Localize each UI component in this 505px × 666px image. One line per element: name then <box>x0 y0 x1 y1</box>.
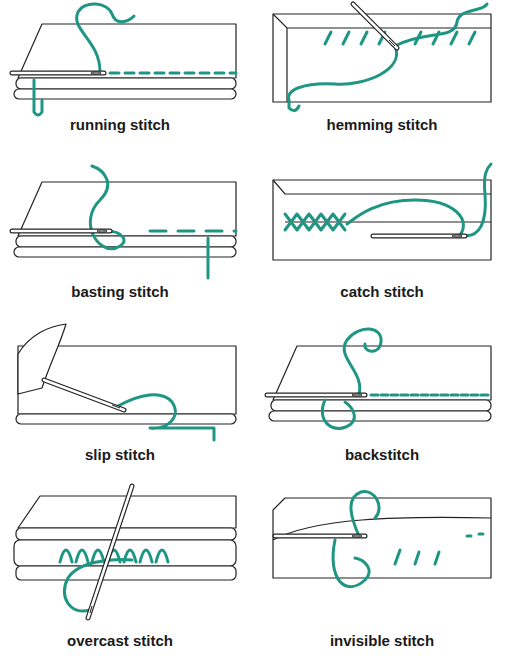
slip-stitch-figure-part <box>44 380 124 410</box>
catch-stitch-figure-part <box>452 235 462 237</box>
stitch-name: slip stitch <box>85 446 155 464</box>
hemming-stitch-figure <box>273 4 491 111</box>
basting-stitch-figure-part <box>207 238 210 278</box>
overcast-stitch-figure-part <box>16 528 236 540</box>
stitch-name: hemming stitch <box>327 116 438 134</box>
slip-stitch-figure-part <box>118 395 214 440</box>
running-stitch-figure-part <box>16 78 236 89</box>
basting-stitch-figure-part <box>12 230 110 233</box>
backstitch-figure-part <box>273 346 491 400</box>
catch-stitch-figure-part <box>373 235 465 238</box>
backstitch-figure-part <box>344 329 381 394</box>
running-stitch-figure <box>12 4 236 115</box>
stitch-name: invisible stitch <box>330 632 434 650</box>
slip-stitch-figure-part <box>44 380 124 410</box>
basting-stitch-figure <box>12 166 236 278</box>
slip-stitch-figure-part <box>112 405 120 408</box>
running-stitch-figure-part <box>77 4 134 72</box>
invisible-stitch-figure-part <box>273 517 491 540</box>
hemming-stitch-figure-part <box>273 14 491 102</box>
overcast-stitch-figure-part <box>16 566 236 580</box>
invisible-stitch-figure-part <box>395 534 483 564</box>
hemming-stitch-figure-part <box>288 46 396 111</box>
backstitch-figure-part <box>371 394 491 397</box>
basting-stitch-figure-part <box>90 166 124 249</box>
overcast-stitch-figure <box>14 486 236 618</box>
running-stitch-figure-part <box>34 80 42 115</box>
running-stitch-figure-part <box>12 72 104 75</box>
catch-stitch-figure-part <box>460 164 491 236</box>
backstitch-figure-part <box>267 394 365 397</box>
stitch-name: basting stitch <box>71 283 169 301</box>
overcast-stitch-figure-part <box>88 486 132 618</box>
catch-stitch-figure-part <box>347 200 463 235</box>
invisible-stitch-figure-part <box>275 534 365 539</box>
backstitch-figure-part <box>271 400 491 411</box>
invisible-stitch-figure-part <box>351 491 379 536</box>
invisible-stitch-figure-part <box>352 535 362 537</box>
backstitch-figure-part <box>352 394 362 396</box>
basting-stitch-figure-part <box>18 182 236 236</box>
catch-stitch-figure-part <box>373 234 465 239</box>
basting-stitch-figure-part <box>97 230 107 232</box>
invisible-stitch-figure-part <box>333 540 369 587</box>
backstitch-figure <box>267 329 491 428</box>
invisible-stitch-figure-part <box>273 498 491 578</box>
stitch-name: catch stitch <box>340 283 423 301</box>
hemming-stitch-figure-part <box>395 4 487 46</box>
overcast-stitch-figure-part <box>90 606 92 613</box>
running-stitch-figure-part <box>91 72 101 74</box>
overcast-stitch-figure-part <box>14 540 236 566</box>
stitch-name: backstitch <box>345 446 419 464</box>
invisible-stitch-figure <box>273 491 491 586</box>
basting-stitch-figure-part <box>12 229 110 234</box>
backstitch-figure-part <box>322 400 354 428</box>
hemming-stitch-figure-part <box>273 14 491 102</box>
running-stitch-figure-part <box>110 72 236 75</box>
overcast-stitch-figure-part <box>88 486 132 618</box>
running-stitch-figure-part <box>12 71 104 76</box>
stitch-name: overcast stitch <box>67 632 173 650</box>
running-stitch-figure-part <box>18 24 236 78</box>
hemming-stitch-figure-part <box>353 4 397 48</box>
catch-stitch-figure-part <box>273 180 491 260</box>
basting-stitch-figure-part <box>14 247 236 257</box>
invisible-stitch-figure-part <box>275 535 365 538</box>
hemming-stitch-figure-part <box>353 4 397 48</box>
basting-stitch-figure-part <box>150 230 236 233</box>
hemming-stitch-figure-part <box>389 40 395 46</box>
running-stitch-figure-part <box>14 89 236 99</box>
slip-stitch-figure <box>16 324 236 440</box>
stitch-name: running stitch <box>70 116 170 134</box>
catch-stitch-figure <box>273 164 491 260</box>
backstitch-figure-part <box>269 411 491 421</box>
backstitch-figure-part <box>267 393 365 398</box>
slip-stitch-figure-part <box>16 414 236 424</box>
basting-stitch-figure-part <box>16 236 236 247</box>
catch-stitch-figure-part <box>285 214 345 230</box>
